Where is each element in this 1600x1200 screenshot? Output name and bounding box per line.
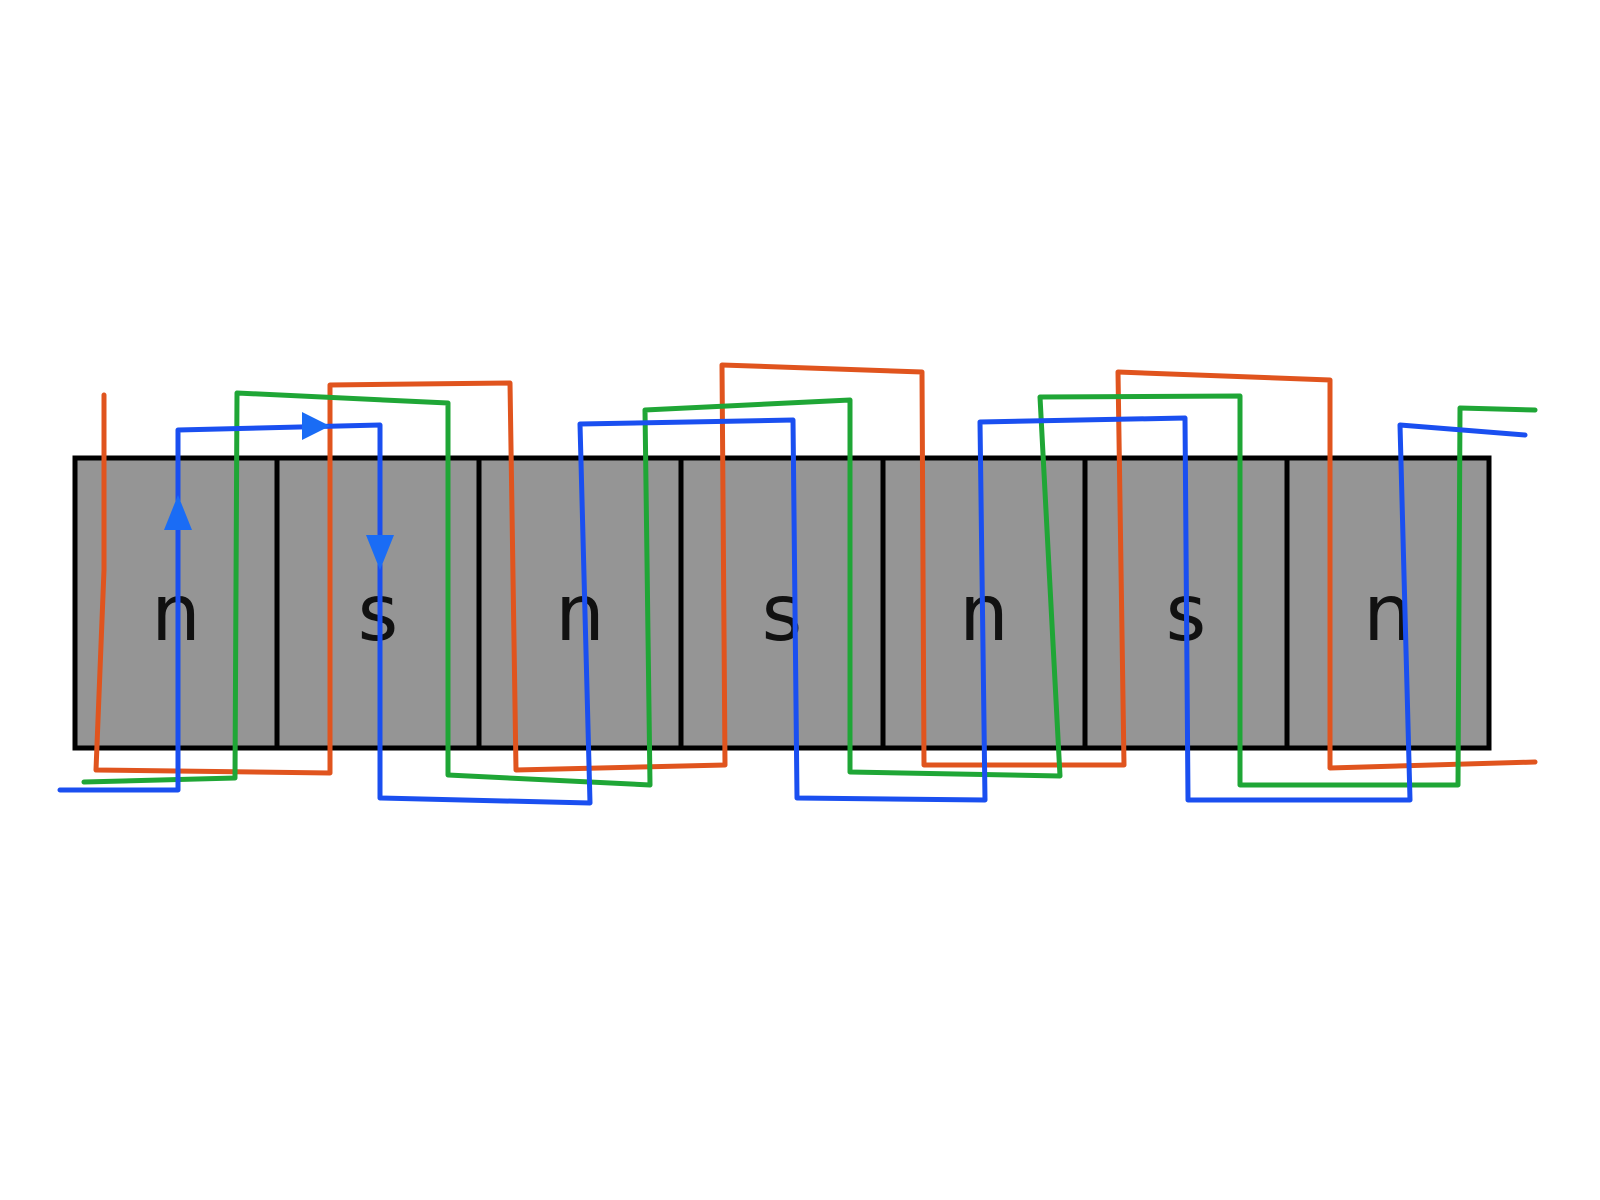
magnet-segment: s [678,455,886,751]
arrow-down-icon [366,535,394,570]
phase-green-winding [81,390,1538,788]
current-arrows [164,412,394,570]
winding-wires [57,362,1538,806]
arrow-right-icon [302,412,330,440]
magnet-segment-body [1284,455,1492,751]
pole-label: n [555,569,604,659]
phase-orange-winding [93,362,1538,776]
phase-blue-winding [57,415,1528,806]
arrow-up-icon [164,495,192,530]
